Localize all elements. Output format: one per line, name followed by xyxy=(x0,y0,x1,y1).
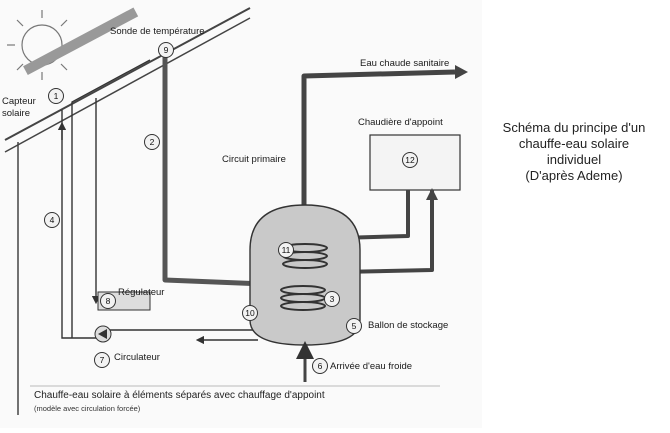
marker-2: 2 xyxy=(144,134,160,150)
marker-12: 12 xyxy=(402,152,418,168)
caption-line-2: chauffe-eau solaire xyxy=(518,136,630,151)
roof-collector xyxy=(4,7,251,415)
label-circuit-primaire: Circuit primaire xyxy=(222,154,286,165)
label-capteur-1: Capteur xyxy=(2,96,36,107)
boiler-pipes xyxy=(339,190,434,274)
label-regulateur: Régulateur xyxy=(118,287,165,298)
marker-4: 4 xyxy=(44,212,60,228)
label-chaudiere: Chaudière d'appoint xyxy=(358,117,443,128)
boiler-in-arrow xyxy=(426,188,438,200)
caption-line-3: individuel xyxy=(546,152,602,167)
label-capteur-2: solaire xyxy=(2,108,30,119)
marker-10: 10 xyxy=(242,305,258,321)
pump-icon xyxy=(94,325,112,343)
storage-tank xyxy=(249,204,361,346)
label-sonde: Sonde de température xyxy=(110,26,205,37)
marker-1: 1 xyxy=(48,88,64,104)
footer-title: Chauffe-eau solaire à éléments séparés a… xyxy=(34,390,325,401)
caption-line-1: Schéma du principe d'un xyxy=(502,120,646,135)
caption-line-4: (D'après Ademe) xyxy=(525,168,623,183)
marker-6: 6 xyxy=(312,358,328,374)
marker-5: 5 xyxy=(346,318,362,334)
marker-8: 8 xyxy=(100,293,116,309)
hot-water-arrow xyxy=(455,65,468,79)
footer-subtitle: (modèle avec circulation forcée) xyxy=(34,404,141,413)
marker-7: 7 xyxy=(94,352,110,368)
marker-9: 9 xyxy=(158,42,174,58)
label-circulateur: Circulateur xyxy=(114,352,160,363)
hot-water-pipe xyxy=(301,69,456,210)
marker-3: 3 xyxy=(324,291,340,307)
figure-caption: Schéma du principe d'un chauffe-eau sola… xyxy=(486,120,662,184)
marker-11: 11 xyxy=(278,242,294,258)
label-arrivee: Arrivée d'eau froide xyxy=(330,361,413,372)
label-eau-chaude: Eau chaude sanitaire xyxy=(360,58,450,69)
bottom-coil xyxy=(280,285,326,311)
label-ballon: Ballon de stockage xyxy=(368,320,449,331)
